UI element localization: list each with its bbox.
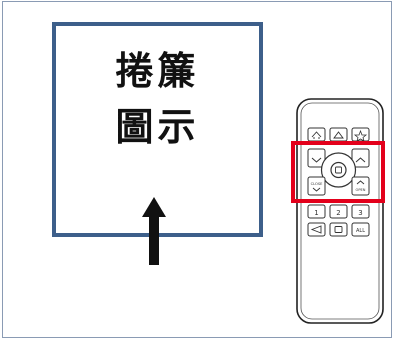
- channel-1-label: 1: [314, 209, 318, 217]
- all-label: ALL: [356, 228, 365, 234]
- chevron-up-icon: [355, 157, 366, 163]
- chevron-down-icon: [311, 157, 322, 163]
- image-frame: [2, 1, 392, 338]
- screen-icon: [334, 226, 343, 233]
- channel-2-label: 2: [336, 209, 340, 217]
- up-left-button[interactable]: [307, 148, 326, 168]
- channel-up-button[interactable]: [329, 222, 348, 237]
- remote-control: CLOSE OPEN 1 2 3 ALL: [291, 98, 385, 324]
- close-button[interactable]: [307, 176, 326, 196]
- home-icon: [311, 131, 322, 139]
- open-button[interactable]: [351, 176, 370, 196]
- channel-1-button[interactable]: 1: [307, 204, 326, 219]
- favorite-button[interactable]: [307, 127, 326, 142]
- close-label: CLOSE: [311, 182, 323, 186]
- close-chevron-icon: [312, 187, 321, 192]
- preset-button[interactable]: [329, 127, 348, 142]
- highlight-box: [291, 141, 385, 203]
- triangle-icon: [333, 131, 344, 139]
- channel-3-button[interactable]: 3: [351, 204, 370, 219]
- star-button[interactable]: [351, 127, 370, 142]
- channel-3-label: 3: [358, 209, 362, 217]
- stop-icon: [335, 166, 342, 174]
- up-arrow-icon: [142, 197, 166, 217]
- all-channels-button[interactable]: ALL: [351, 222, 370, 237]
- stop-button[interactable]: [330, 161, 347, 179]
- label-line-1: 捲簾: [115, 49, 200, 93]
- open-chevron-icon: [356, 180, 365, 185]
- label-line-2: 圖示: [115, 105, 200, 149]
- channel-2-button[interactable]: 2: [329, 204, 348, 219]
- open-label: OPEN: [356, 188, 366, 192]
- star-icon: [353, 129, 368, 142]
- channel-down-button[interactable]: [307, 222, 326, 237]
- speaker-icon: [310, 225, 322, 234]
- up-arrow-shaft: [149, 215, 159, 265]
